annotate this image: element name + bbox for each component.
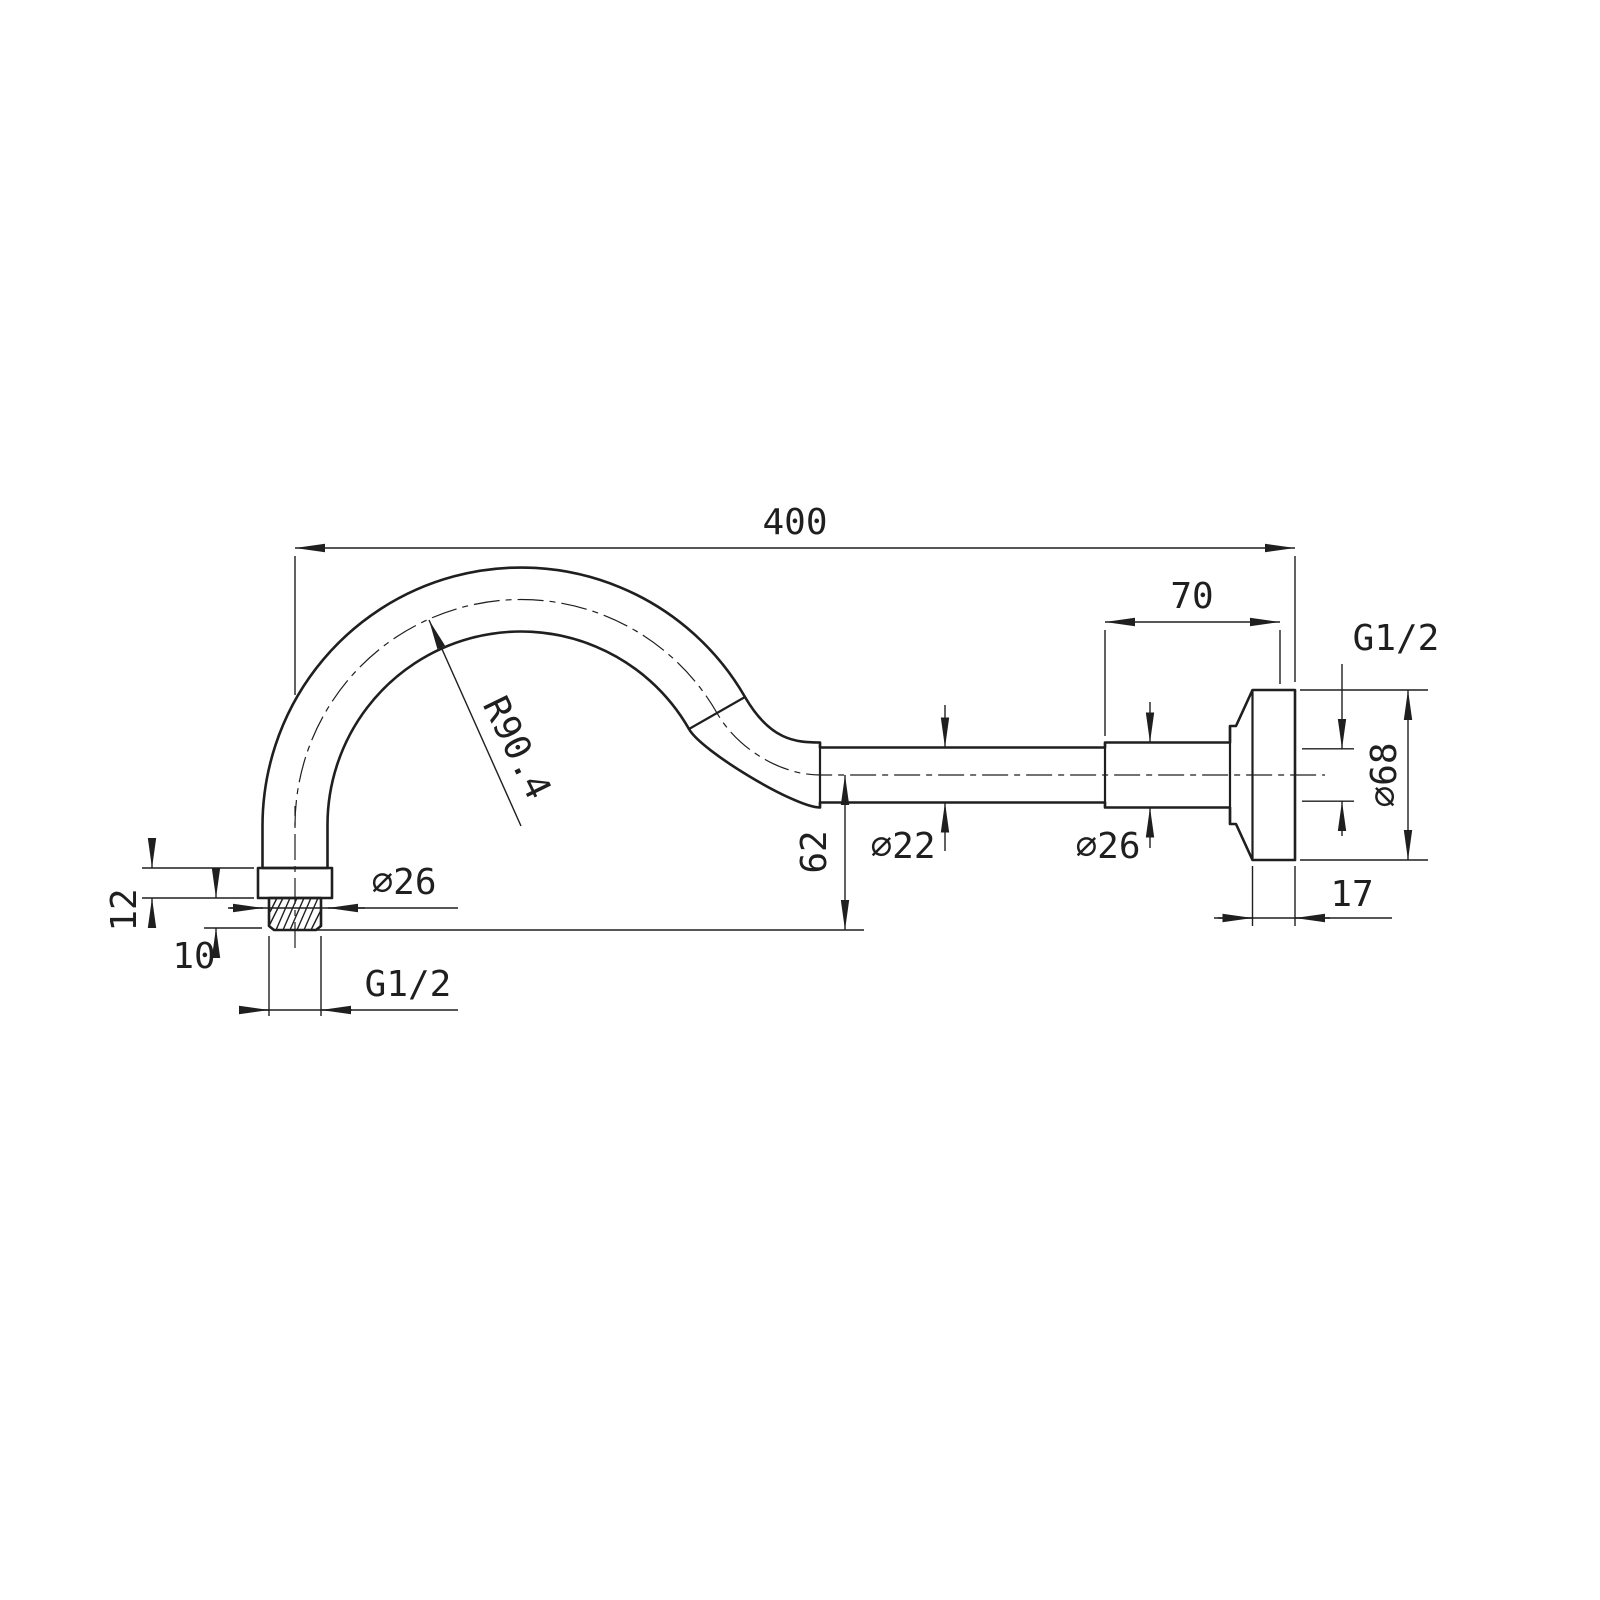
dim-outlet-thread: G1/2	[239, 936, 458, 1016]
dim-label-flange-diameter: ⌀68	[1364, 742, 1405, 807]
arm-body-outline	[261, 566, 1297, 870]
dim-label-arm-diameter-right: ⌀26	[1075, 826, 1140, 867]
dim-label-collar-height: 12	[104, 888, 145, 931]
dim-flange-diameter: ⌀68	[1300, 689, 1428, 861]
dim-label-outlet-thread: G1/2	[365, 964, 452, 1005]
dim-label-arm-diameter-left: ⌀26	[371, 862, 436, 903]
dim-label-drop-height: 62	[794, 830, 835, 873]
dim-label-wall-section-length: 70	[1170, 576, 1213, 617]
dim-label-pipe-diameter: ⌀22	[870, 826, 935, 867]
outlet-collar	[256, 866, 334, 900]
dim-overall-length: 400	[294, 502, 1296, 695]
dim-collar-height: 12	[104, 838, 254, 932]
thread-hatch	[268, 897, 322, 931]
dim-thread-length: 10	[172, 868, 262, 977]
dim-label-thread-length: 10	[172, 936, 215, 977]
dim-arm-diameter-right: ⌀26	[1075, 702, 1155, 867]
dim-label-flange-depth: 17	[1330, 874, 1373, 915]
dim-drop-height: 62	[312, 775, 864, 931]
dim-wall-thread: G1/2	[1302, 618, 1439, 836]
dim-arm-diameter-left: ⌀26	[228, 862, 458, 913]
dim-bend-radius: R90.4	[428, 619, 559, 827]
dim-flange-depth: 17	[1214, 866, 1392, 926]
dim-pipe-diameter: ⌀22	[870, 705, 950, 867]
centerlines	[294, 598, 1325, 948]
dim-label-overall-length: 400	[762, 502, 827, 543]
pipe-centerline	[294, 598, 1325, 827]
dim-wall-section-length: 70	[1104, 576, 1281, 736]
dim-label-wall-thread: G1/2	[1353, 618, 1440, 659]
